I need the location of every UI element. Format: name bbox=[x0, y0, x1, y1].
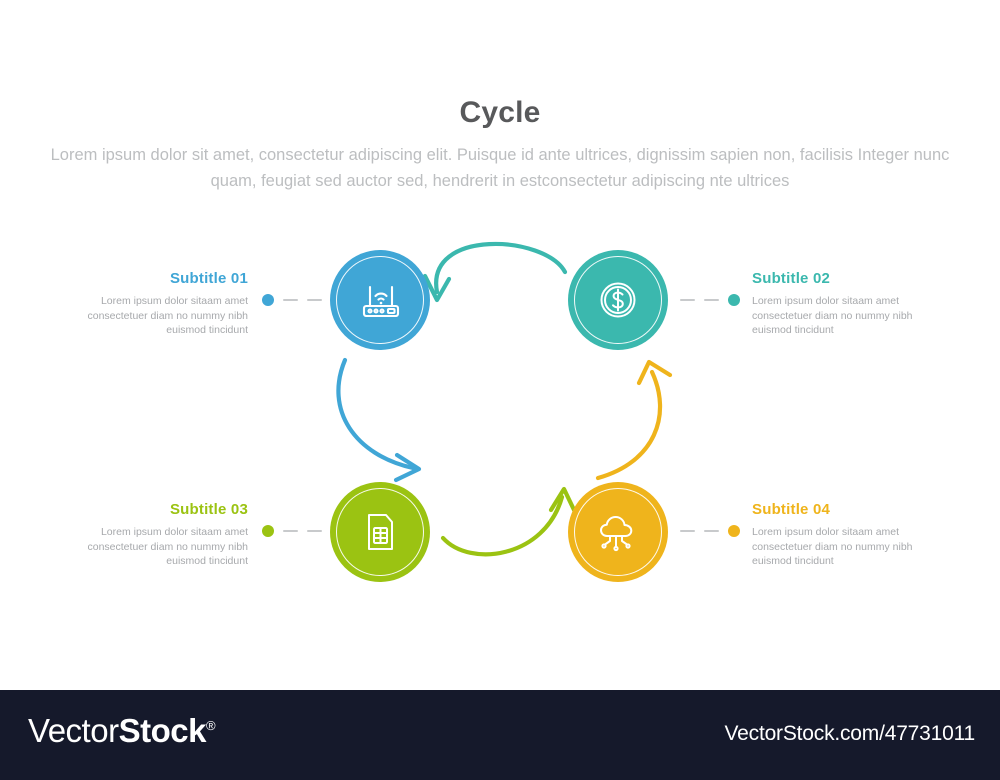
node-inner-ring bbox=[336, 256, 424, 344]
connector-dash bbox=[307, 298, 322, 302]
arrow-bottom bbox=[440, 486, 578, 557]
description-04: Lorem ipsum dolor sitaam amet consectetu… bbox=[752, 526, 913, 567]
description-01: Lorem ipsum dolor sitaam amet consectetu… bbox=[87, 295, 249, 336]
connector-dash bbox=[704, 298, 719, 302]
connector-dash bbox=[283, 298, 298, 302]
subtitle-04: Subtitle 04 bbox=[752, 501, 831, 518]
connector-dash bbox=[680, 298, 695, 302]
connector-dot bbox=[728, 525, 740, 537]
vectorstock-logo: VectorStock® bbox=[28, 712, 216, 750]
logo-text-vector: Vector bbox=[28, 712, 119, 749]
vectorstock-url: VectorStock.com/47731011 bbox=[724, 722, 976, 745]
label-block-01: Subtitle 01 Lorem ipsum dolor sitaam ame… bbox=[58, 270, 249, 338]
logo-text-stock: Stock bbox=[118, 712, 207, 749]
connector-dot bbox=[262, 294, 274, 306]
label-block-03: Subtitle 03 Lorem ipsum dolor sitaam ame… bbox=[58, 501, 249, 569]
registered-mark-icon: ® bbox=[205, 718, 216, 733]
connector-04 bbox=[680, 525, 740, 537]
page-title: Cycle bbox=[459, 96, 541, 129]
label-block-02: Subtitle 02 Lorem ipsum dolor sitaam ame… bbox=[752, 270, 942, 338]
connector-03 bbox=[262, 525, 322, 537]
cycle-node-01[interactable] bbox=[330, 250, 430, 350]
connector-dot bbox=[728, 294, 740, 306]
node-inner-ring bbox=[574, 488, 662, 576]
cycle-node-04[interactable] bbox=[568, 482, 668, 582]
infographic-canvas: Cycle Lorem ipsum dolor sit amet, consec… bbox=[50, 96, 950, 582]
connector-01 bbox=[262, 294, 322, 306]
arrow-top bbox=[422, 241, 568, 303]
page-subtitle: Lorem ipsum dolor sit amet, consectetur … bbox=[50, 146, 950, 190]
subtitle-01: Subtitle 01 bbox=[169, 270, 248, 287]
label-block-04: Subtitle 04 Lorem ipsum dolor sitaam ame… bbox=[752, 501, 942, 569]
subtitle-03: Subtitle 03 bbox=[169, 501, 248, 518]
dollar-coin-icon bbox=[568, 250, 668, 350]
subtitle-02: Subtitle 02 bbox=[752, 270, 831, 287]
cloud-network-icon bbox=[568, 482, 668, 582]
wifi-router-icon bbox=[330, 250, 430, 350]
description-03: Lorem ipsum dolor sitaam amet consectetu… bbox=[87, 526, 249, 567]
connector-dash bbox=[283, 529, 298, 533]
connector-dash bbox=[307, 529, 322, 533]
arrow-left bbox=[336, 357, 422, 483]
connector-dash bbox=[704, 529, 719, 533]
connector-dash bbox=[680, 529, 695, 533]
description-02: Lorem ipsum dolor sitaam amet consectetu… bbox=[752, 295, 913, 336]
connector-dot bbox=[262, 525, 274, 537]
node-inner-ring bbox=[574, 256, 662, 344]
cycle-node-03[interactable] bbox=[330, 482, 430, 582]
arrow-right bbox=[595, 359, 673, 481]
sim-card-icon bbox=[330, 482, 430, 582]
cycle-node-02[interactable] bbox=[568, 250, 668, 350]
connector-02 bbox=[680, 294, 740, 306]
watermark-footer: VectorStock® VectorStock.com/47731011 bbox=[0, 690, 1000, 780]
node-inner-ring bbox=[336, 488, 424, 576]
